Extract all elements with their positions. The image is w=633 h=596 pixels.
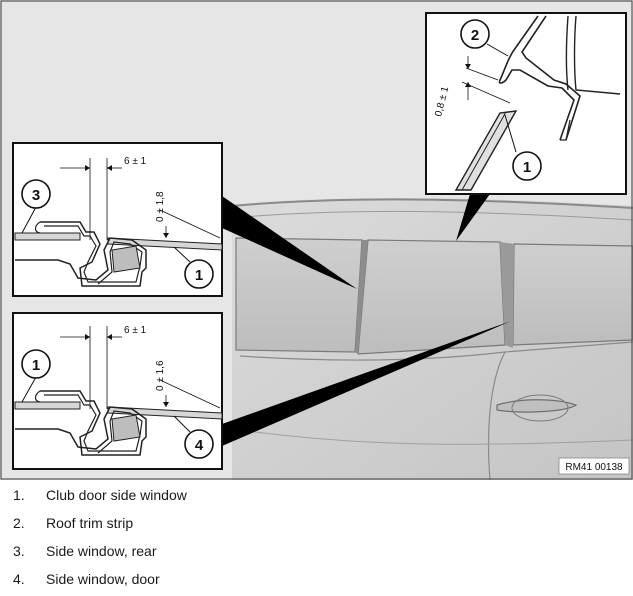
car-side-view	[231, 197, 633, 480]
detail-inset-upper: 6 ± 1 0 ± 1,8 3 1	[12, 142, 223, 297]
legend-text: Side window, rear	[46, 543, 157, 559]
callout-circle	[512, 151, 542, 181]
callout-lower-b: 4	[195, 437, 204, 454]
legend-number: 2.	[13, 515, 25, 531]
dimension-lower-gap: 0 ± 1,6	[155, 360, 166, 391]
callout-circle	[21, 349, 51, 379]
callout-circle	[184, 259, 214, 289]
callout-top-a: 2	[471, 27, 479, 44]
callout-circle	[21, 179, 51, 209]
reference-code-box: RM41 00138	[558, 457, 630, 475]
callout-circle	[460, 19, 490, 49]
callout-top-b: 1	[523, 159, 531, 176]
legend-list: 1. Club door side window 2. Roof trim st…	[0, 480, 633, 596]
figure-border	[0, 0, 633, 480]
installation-diagram: 0,8 ± 1 2 1 6 ± 1 0 ± 1,8 3	[0, 0, 633, 480]
legend-text: Roof trim strip	[46, 515, 134, 531]
callout-upper-a: 3	[32, 187, 40, 204]
detail-inset-lower: 6 ± 1 0 ± 1,6 1 4	[12, 312, 223, 470]
legend-number: 3.	[13, 543, 25, 559]
detail-pointers	[222, 194, 511, 446]
callout-lower-a: 1	[32, 357, 40, 374]
callout-circle	[184, 429, 214, 459]
dimension-lower-offset: 6 ± 1	[124, 325, 147, 336]
dimension-upper-offset: 6 ± 1	[124, 156, 147, 167]
legend-number: 4.	[13, 571, 25, 587]
detail-inset-top: 0,8 ± 1 2 1	[425, 12, 627, 195]
callout-upper-b: 1	[195, 267, 203, 284]
reference-code: RM41 00138	[565, 462, 623, 473]
legend-text: Side window, door	[46, 571, 160, 587]
dimension-upper-gap: 0 ± 1,8	[155, 191, 166, 222]
legend-text: Club door side window	[46, 487, 187, 503]
legend-number: 1.	[13, 487, 25, 503]
